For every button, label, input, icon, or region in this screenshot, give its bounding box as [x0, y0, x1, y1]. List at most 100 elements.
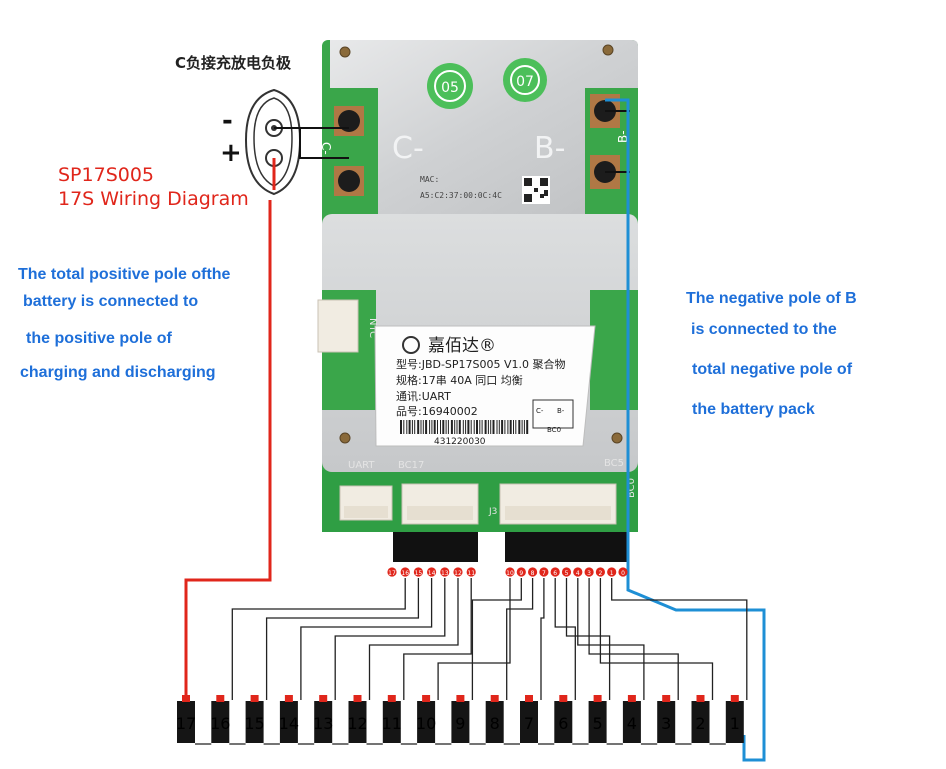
- balance-wire-2: [599, 578, 714, 700]
- plug-left: [393, 532, 478, 562]
- balance-wire-6: [554, 578, 576, 700]
- product-label: 嘉佰达® 型号:JBD-SP17S005 V1.0 聚合物 规格:17串 40A…: [374, 325, 596, 447]
- right-pcb-area: [590, 290, 638, 410]
- c-terminal-screw-2: [334, 166, 364, 196]
- balance-wire-7: [540, 578, 545, 700]
- cell-number-7: 7: [524, 714, 534, 733]
- right-note-line-4: the battery pack: [692, 401, 815, 418]
- battery-cell-3: 3: [657, 695, 676, 743]
- svg-text:BC0: BC0: [547, 426, 561, 434]
- c-minus-emboss: C-: [392, 131, 424, 166]
- left-pin-label-15: 15: [415, 570, 423, 577]
- sticker-right: 07: [503, 58, 547, 102]
- left-note-line-4: charging and discharging: [20, 364, 216, 381]
- right-pin-4: [573, 567, 583, 577]
- svg-text:431220030: 431220030: [434, 437, 486, 447]
- battery-cell-5: 5: [588, 695, 607, 743]
- battery-cell-10: 10: [416, 695, 436, 743]
- balance-wire-13: [334, 578, 446, 700]
- right-pin-10: [505, 567, 515, 577]
- balance-connector-left: [401, 483, 479, 525]
- cell-number-4: 4: [627, 714, 637, 733]
- battery-cell-13: 13: [313, 695, 333, 743]
- right-pin-label-1: 1: [610, 570, 614, 577]
- c-terminal-caption: C负接充放电负极: [175, 54, 292, 72]
- balance-wire-15: [265, 578, 420, 700]
- battery-cell-15: 15: [244, 695, 265, 743]
- cell-number-11: 11: [382, 714, 402, 733]
- balance-wire-3: [588, 578, 679, 700]
- left-pin-label-12: 12: [454, 570, 462, 577]
- diagram-subtitle: 17S Wiring Diagram: [58, 188, 249, 210]
- balance-wire-5: [565, 578, 611, 700]
- balance-wire-11: [403, 578, 472, 700]
- balance-wire-14: [300, 578, 433, 700]
- right-note-line-1: The negative pole of B: [686, 290, 857, 307]
- right-pin-label-3: 3: [587, 570, 591, 577]
- mounting-holes: [339, 44, 623, 444]
- left-pin-16: [400, 567, 410, 577]
- right-pin-label-10: 10: [506, 570, 514, 577]
- battery-cell-9: 9: [451, 695, 470, 743]
- cell-number-14: 14: [279, 714, 299, 733]
- right-pin-label-2: 2: [598, 570, 602, 577]
- svg-text:B-: B-: [557, 407, 565, 415]
- balance-wire-10: [437, 578, 511, 700]
- cell-number-8: 8: [490, 714, 500, 733]
- c-terminal-screw-1: [334, 106, 364, 136]
- right-pin-1: [607, 567, 617, 577]
- balance-wire-16: [231, 578, 406, 700]
- right-pin-2: [595, 567, 606, 577]
- ntc-silk: NTC: [367, 318, 378, 338]
- svg-text:嘉佰达®: 嘉佰达®: [428, 336, 496, 356]
- left-pin-label-16: 16: [401, 570, 409, 577]
- j3-silk: J3: [488, 507, 497, 517]
- balance-wire-12: [368, 578, 459, 700]
- cell-number-5: 5: [593, 714, 603, 733]
- c-pad-label: C-: [319, 142, 333, 155]
- cell-number-2: 2: [695, 714, 705, 733]
- left-note-line-2: battery is connected to: [23, 293, 199, 310]
- cell-number-10: 10: [416, 714, 436, 733]
- plug-right: [505, 532, 629, 562]
- cell-number-15: 15: [244, 714, 264, 733]
- right-pin-label-8: 8: [531, 570, 535, 577]
- plus-sign: +: [220, 138, 242, 168]
- cell-number-3: 3: [661, 714, 671, 733]
- b-minus-wire: [605, 110, 630, 173]
- left-pin-15: [413, 567, 423, 577]
- top-shield: [330, 40, 638, 214]
- left-pin-14: [427, 567, 437, 577]
- left-pin-12: [453, 567, 463, 577]
- cell-number-9: 9: [455, 714, 465, 733]
- battery-cell-12: 12: [347, 695, 368, 743]
- uart-connector: [339, 485, 393, 521]
- balance-wire-harness: [195, 578, 748, 745]
- battery-cell-8: 8: [485, 695, 504, 743]
- c-minus-wire: [274, 127, 349, 159]
- right-pin-5: [561, 567, 572, 577]
- left-pin-label-13: 13: [441, 570, 449, 577]
- bc5-silk: BC5: [604, 458, 624, 469]
- right-pin-label-9: 9: [519, 570, 523, 577]
- right-pin-label-4: 4: [576, 570, 580, 577]
- barcode: [400, 420, 529, 434]
- svg-text:规格:17串 40A 同口 均衡: 规格:17串 40A 同口 均衡: [396, 373, 523, 387]
- svg-text:型号:JBD-SP17S005 V1.0 聚合物: 型号:JBD-SP17S005 V1.0 聚合物: [396, 357, 566, 371]
- balance-wire-1: [611, 578, 748, 700]
- battery-cell-14: 14: [279, 695, 299, 743]
- battery-cell-6: 6: [554, 695, 573, 743]
- left-note-line-1: The total positive pole ofthe: [18, 266, 231, 283]
- left-pin-label-17: 17: [388, 570, 396, 577]
- left-pin-label-14: 14: [428, 570, 436, 577]
- negative-wire: [605, 98, 766, 762]
- svg-text:05: 05: [441, 80, 459, 96]
- right-pin-7: [539, 567, 549, 577]
- balance-connector-right: [499, 483, 617, 525]
- left-note-line-3: the positive pole of: [26, 330, 172, 347]
- right-pin-6: [550, 567, 560, 577]
- svg-text:通讯:UART: 通讯:UART: [396, 390, 451, 403]
- ntc-connector: [317, 299, 359, 353]
